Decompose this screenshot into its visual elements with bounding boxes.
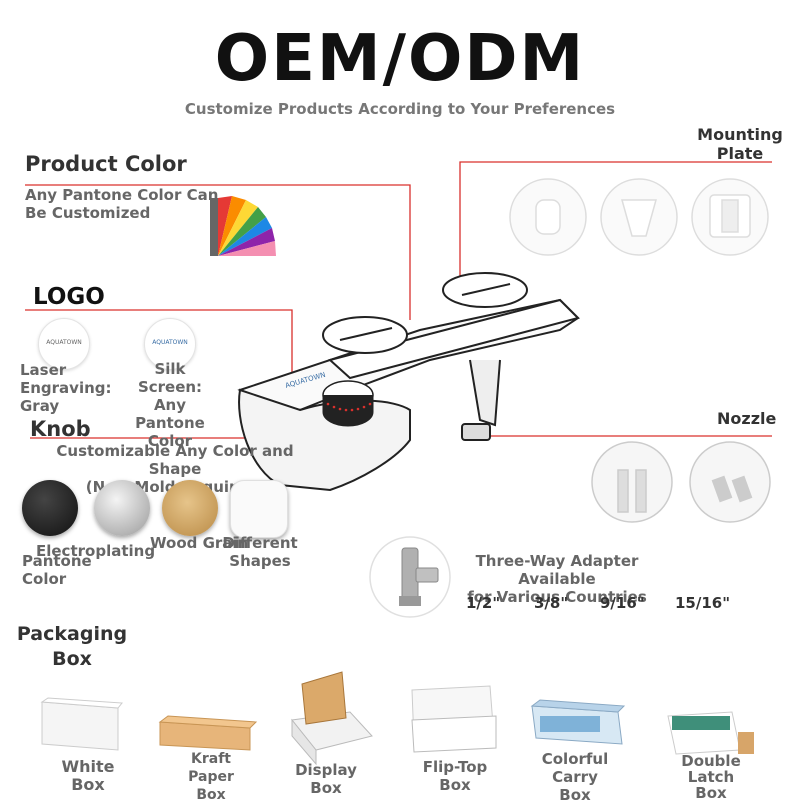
electroplating-label: Electroplating	[36, 542, 156, 560]
laser-logo-sample: AQUATOWN	[38, 318, 90, 370]
flip-top-box-image	[411, 685, 497, 753]
pantone-fan-image	[210, 196, 276, 256]
product-color-desc-line2: Be Customized	[25, 204, 151, 222]
adapter-size-4: 15/16"	[675, 594, 731, 612]
chrome-knob-image	[94, 480, 150, 536]
nozzle-label: Nozzle	[717, 409, 777, 428]
adapter-size-1: 1/2"	[466, 594, 501, 612]
display-box-image	[291, 671, 373, 766]
page-title: OEM/ODM	[214, 22, 586, 96]
colorful-carry-box-image	[530, 699, 626, 745]
product-color-desc-line1: Any Pantone Color Can	[25, 186, 219, 204]
silk-logo-sample: AQUATOWN	[144, 318, 196, 370]
mounting-plate-images	[509, 178, 769, 256]
body-knob	[322, 380, 374, 427]
adapter-size-3: 9/16"	[600, 594, 645, 612]
wood-grain-label: Wood Grain	[150, 534, 249, 552]
page-subtitle: Customize Products According to Your Pre…	[184, 100, 616, 118]
nozzle-images	[591, 441, 771, 523]
logo-heading: LOGO	[33, 284, 105, 310]
adapter-image	[369, 536, 451, 618]
white-box-image	[40, 697, 123, 751]
adapter-size-2: 3/8"	[534, 594, 569, 612]
wood-knob-image	[162, 480, 218, 536]
knob-heading: Knob	[30, 417, 91, 441]
white-square-knob-image	[230, 480, 288, 538]
kraft-box-image	[158, 715, 258, 751]
product-color-heading: Product Color	[25, 152, 187, 176]
black-knob-image	[22, 480, 78, 536]
double-latch-box-image	[667, 711, 754, 755]
